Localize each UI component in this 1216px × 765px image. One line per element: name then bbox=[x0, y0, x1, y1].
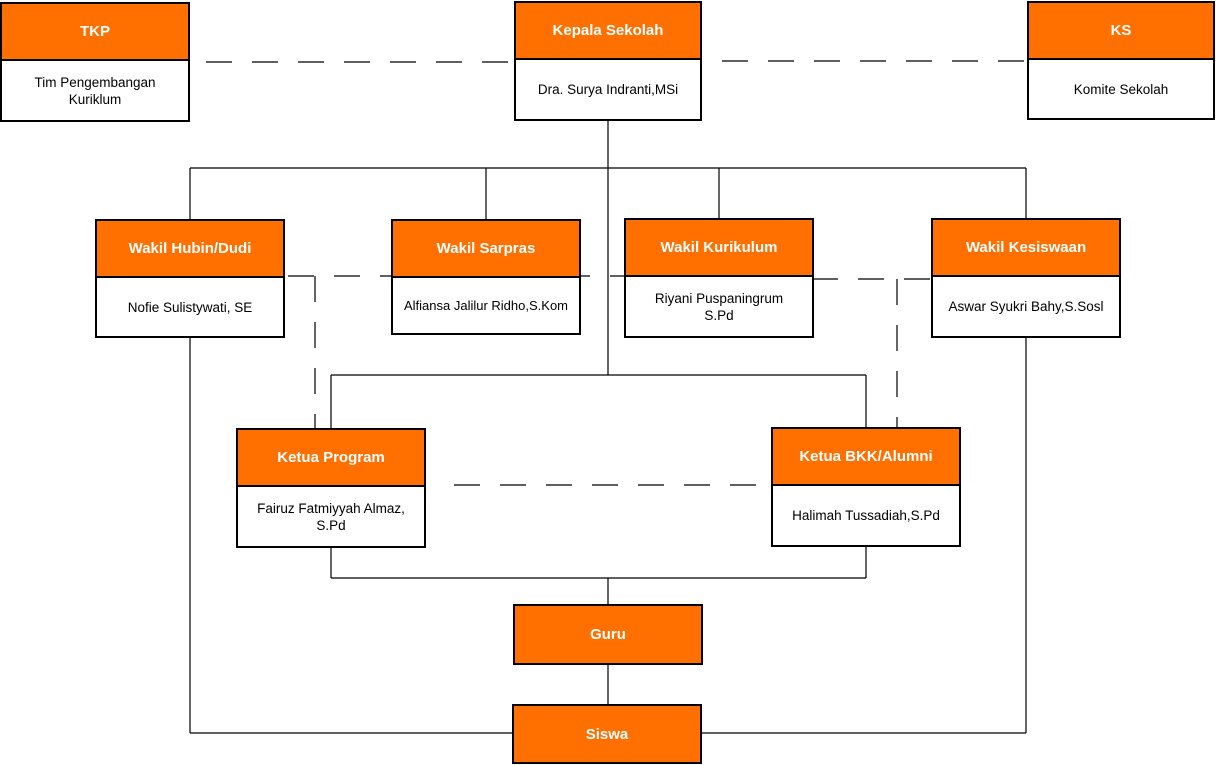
node-ketua-bkk-subtitle: Halimah Tussadiah,S.Pd bbox=[792, 508, 940, 523]
node-ketua-program-subtitle: Fairuz Fatmiyyah Almaz, S.Pd bbox=[257, 500, 405, 533]
node-wakil-kesiswaan: Wakil Kesiswaan Aswar Syukri Bahy,S.Sosl bbox=[931, 218, 1121, 338]
node-ks-subtitle: Komite Sekolah bbox=[1073, 81, 1169, 97]
node-wakil-sarpras-subtitle: Alfiansa Jalilur Ridho,S.Kom bbox=[403, 298, 569, 313]
node-ks: KS Komite Sekolah bbox=[1027, 1, 1215, 120]
node-siswa-title: Siswa bbox=[514, 706, 700, 762]
node-ks-title: KS bbox=[1029, 3, 1213, 60]
node-ketua-program: Ketua Program Fairuz Fatmiyyah Almaz, S.… bbox=[236, 428, 426, 548]
node-wakil-kesiswaan-title: Wakil Kesiswaan bbox=[933, 220, 1119, 277]
node-wakil-kurikulum-title: Wakil Kurikulum bbox=[626, 220, 812, 277]
node-tkp-title: TKP bbox=[2, 4, 188, 61]
node-wakil-kurikulum-subtitle: Riyani Puspaningrum S.Pd bbox=[654, 290, 784, 323]
node-tkp: TKP Tim Pengembangan Kuriklum bbox=[0, 2, 190, 122]
node-wakil-hubin-title: Wakil Hubin/Dudi bbox=[97, 221, 283, 278]
node-kepala-sekolah-title: Kepala Sekolah bbox=[516, 3, 700, 60]
node-ketua-bkk: Ketua BKK/Alumni Halimah Tussadiah,S.Pd bbox=[771, 427, 961, 547]
node-wakil-kesiswaan-subtitle: Aswar Syukri Bahy,S.Sosl bbox=[948, 299, 1104, 314]
node-ketua-program-title: Ketua Program bbox=[238, 430, 424, 487]
node-siswa: Siswa bbox=[512, 704, 702, 764]
node-kepala-sekolah: Kepala Sekolah Dra. Surya Indranti,MSi bbox=[514, 1, 702, 121]
node-ketua-bkk-title: Ketua BKK/Alumni bbox=[773, 429, 959, 486]
node-kepala-sekolah-subtitle: Dra. Surya Indranti,MSi bbox=[537, 82, 679, 97]
node-wakil-hubin-subtitle: Nofie Sulistywati, SE bbox=[127, 299, 253, 315]
node-wakil-sarpras-title: Wakil Sarpras bbox=[393, 221, 579, 278]
node-tkp-subtitle: Tim Pengembangan Kuriklum bbox=[34, 74, 156, 107]
node-wakil-kurikulum: Wakil Kurikulum Riyani Puspaningrum S.Pd bbox=[624, 218, 814, 338]
node-wakil-hubin: Wakil Hubin/Dudi Nofie Sulistywati, SE bbox=[95, 219, 285, 338]
node-wakil-sarpras: Wakil Sarpras Alfiansa Jalilur Ridho,S.K… bbox=[391, 219, 581, 335]
node-guru: Guru bbox=[513, 604, 703, 665]
node-guru-title: Guru bbox=[515, 606, 701, 663]
